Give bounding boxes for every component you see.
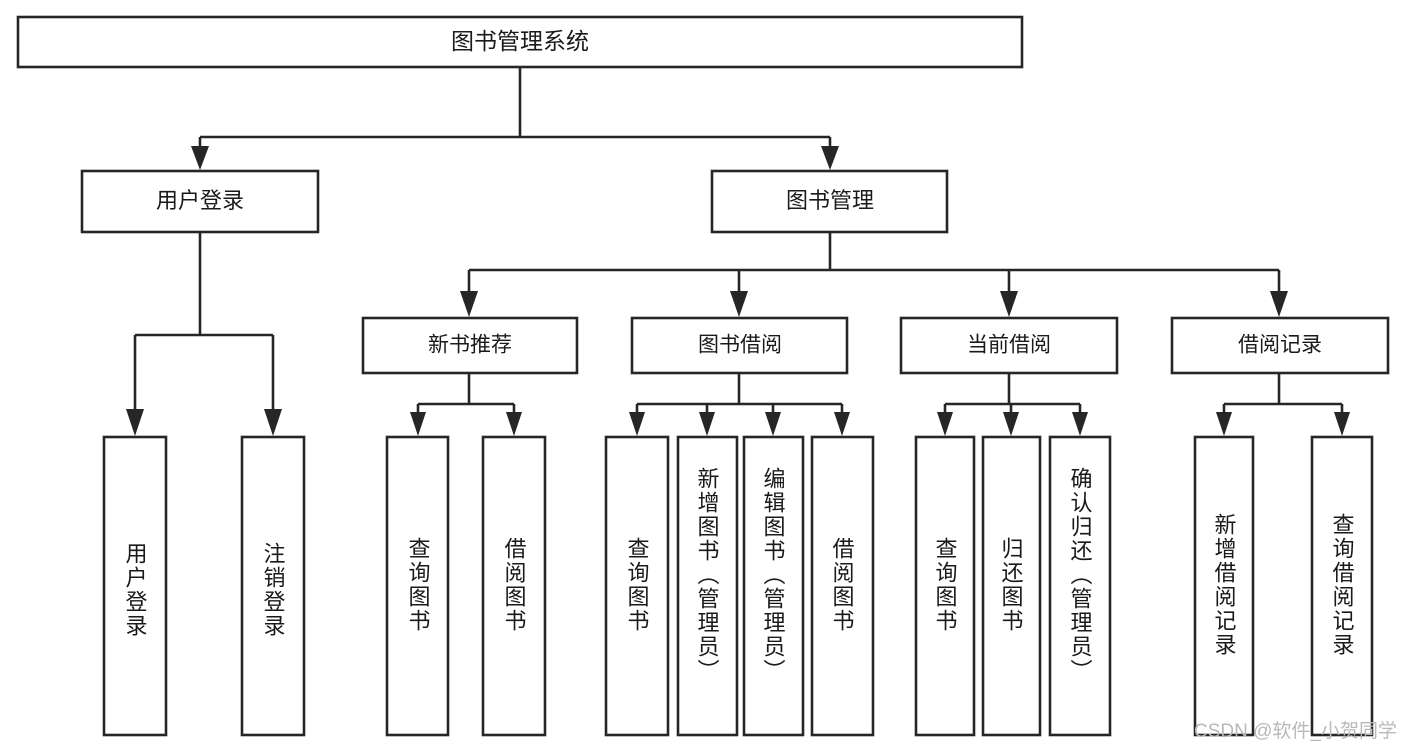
arrowhead-leaf-confirm-return <box>1072 412 1088 436</box>
arrowhead-leaf-edit-book <box>765 412 781 436</box>
node-leaf-return-book-label: 归还图书 <box>999 537 1024 633</box>
node-user-login-label: 用户登录 <box>156 188 244 213</box>
node-leaf-logout-login[interactable]: 注销登录 <box>240 435 306 737</box>
node-leaf-return-book[interactable]: 归还图书 <box>981 435 1042 737</box>
node-leaf-confirm-return-box <box>1048 435 1112 737</box>
node-new-book-recommend[interactable]: 新书推荐 <box>361 316 579 375</box>
node-borrow-record-box <box>1170 316 1390 375</box>
node-leaf-query-book-2[interactable]: 查询图书 <box>604 435 670 737</box>
node-leaf-add-book-box <box>676 435 739 737</box>
node-leaf-user-login-box <box>102 435 168 737</box>
node-leaf-add-borrow-record[interactable]: 新增借阅记录 <box>1193 435 1255 737</box>
node-current-borrow-label: 当前借阅 <box>967 334 1051 357</box>
node-leaf-borrow-book-1-box <box>481 435 547 737</box>
node-leaf-query-book-1-label: 查询图书 <box>406 537 431 633</box>
node-leaf-return-book-box <box>981 435 1042 737</box>
arrowhead-leaf-query-book-3 <box>937 412 953 436</box>
node-leaf-add-book[interactable]: 新增图书（管理员） <box>676 435 739 737</box>
arrowhead-user-login <box>191 146 209 170</box>
node-leaf-query-borrow-record-label: 查询借阅记录 <box>1330 513 1355 657</box>
node-leaf-edit-book-label: 编辑图书（管理员） <box>761 467 786 683</box>
node-leaf-query-book-2-box <box>604 435 670 737</box>
node-leaf-add-book-label: 新增图书（管理员） <box>695 467 720 683</box>
node-leaf-query-book-3-label: 查询图书 <box>933 537 958 633</box>
arrowhead-leaf-query-borrow-record <box>1334 412 1350 436</box>
node-leaf-query-book-2-label: 查询图书 <box>625 537 650 633</box>
node-leaf-borrow-book-2-box <box>810 435 875 737</box>
node-leaf-edit-book-box <box>742 435 805 737</box>
arrowhead-borrow-record <box>1270 291 1288 317</box>
edge-layer <box>126 67 1350 436</box>
node-leaf-borrow-book-2[interactable]: 借阅图书 <box>810 435 875 737</box>
arrowhead-leaf-user-login <box>126 409 144 436</box>
node-book-borrow-label: 图书借阅 <box>698 334 782 357</box>
node-leaf-borrow-book-1-label: 借阅图书 <box>502 537 527 633</box>
node-leaf-user-login[interactable]: 用户登录 <box>102 435 168 737</box>
node-current-borrow[interactable]: 当前借阅 <box>899 316 1119 375</box>
node-leaf-logout-login-label: 注销登录 <box>261 542 286 638</box>
arrowhead-leaf-query-book-2 <box>629 412 645 436</box>
node-borrow-record-label: 借阅记录 <box>1238 334 1322 357</box>
node-leaf-query-borrow-record[interactable]: 查询借阅记录 <box>1310 435 1374 737</box>
node-leaf-borrow-book-2-label: 借阅图书 <box>830 537 855 633</box>
node-book-manage[interactable]: 图书管理 <box>710 169 949 234</box>
node-book-manage-box <box>710 169 949 234</box>
node-book-borrow[interactable]: 图书借阅 <box>630 316 849 375</box>
node-root-box <box>16 15 1024 69</box>
node-leaf-query-book-1[interactable]: 查询图书 <box>385 435 450 737</box>
node-leaf-user-login-label: 用户登录 <box>123 542 148 638</box>
node-root-label: 图书管理系统 <box>451 28 589 54</box>
node-leaf-borrow-book-1[interactable]: 借阅图书 <box>481 435 547 737</box>
node-user-login[interactable]: 用户登录 <box>80 169 320 234</box>
arrowhead-leaf-return-book <box>1003 412 1019 436</box>
node-user-login-box <box>80 169 320 234</box>
node-leaf-confirm-return-label: 确认归还（管理员） <box>1068 467 1093 683</box>
node-leaf-confirm-return[interactable]: 确认归还（管理员） <box>1048 435 1112 737</box>
node-leaf-logout-login-box <box>240 435 306 737</box>
node-leaf-query-book-3-box <box>914 435 976 737</box>
node-leaf-edit-book[interactable]: 编辑图书（管理员） <box>742 435 805 737</box>
node-leaf-add-borrow-record-box <box>1193 435 1255 737</box>
node-new-book-recommend-box <box>361 316 579 375</box>
arrowhead-leaf-query-book-1 <box>410 412 426 436</box>
arrowhead-new-book-recommend <box>460 291 478 317</box>
node-root[interactable]: 图书管理系统 <box>16 15 1024 69</box>
node-new-book-recommend-label: 新书推荐 <box>428 334 512 357</box>
arrowhead-leaf-borrow-book-2 <box>834 412 850 436</box>
node-leaf-add-borrow-record-label: 新增借阅记录 <box>1212 513 1237 657</box>
node-leaf-query-book-1-box <box>385 435 450 737</box>
node-book-manage-label: 图书管理 <box>786 188 874 213</box>
node-leaf-query-book-3[interactable]: 查询图书 <box>914 435 976 737</box>
node-book-borrow-box <box>630 316 849 375</box>
arrowhead-leaf-logout-login <box>264 409 282 436</box>
arrowhead-book-borrow <box>730 291 748 317</box>
node-current-borrow-box <box>899 316 1119 375</box>
node-borrow-record[interactable]: 借阅记录 <box>1170 316 1390 375</box>
arrowhead-book-manage <box>821 146 839 170</box>
arrowhead-leaf-borrow-book-1 <box>506 412 522 436</box>
arrowhead-leaf-add-borrow-record <box>1216 412 1232 436</box>
node-leaf-query-borrow-record-box <box>1310 435 1374 737</box>
arrowhead-current-borrow <box>1000 291 1018 317</box>
arrowhead-leaf-add-book <box>699 412 715 436</box>
